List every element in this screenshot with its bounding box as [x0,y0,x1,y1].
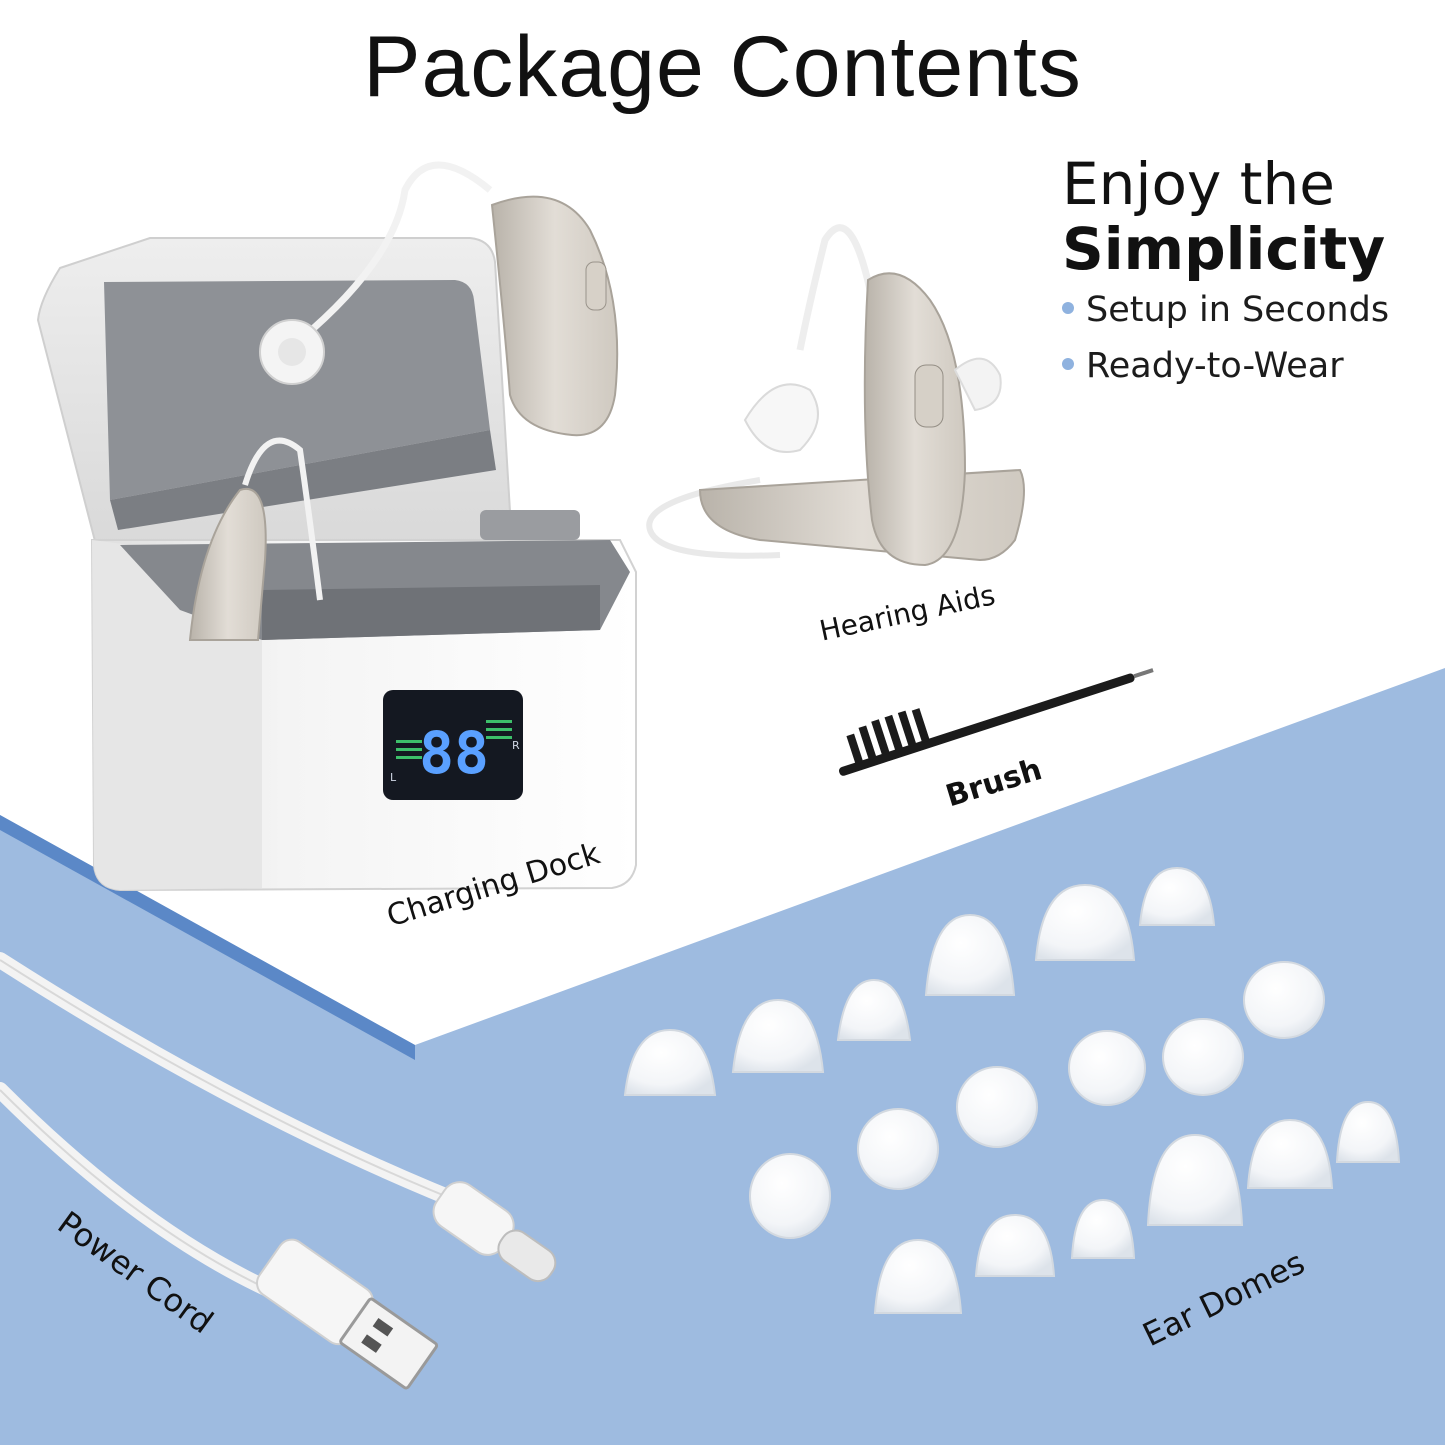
page-title: Package Contents [363,19,1082,115]
ear-dome [1162,1018,1244,1096]
power-cord [0,952,557,1390]
ear-dome [1068,1030,1146,1106]
ear-dome [1243,961,1325,1039]
ear-dome [1146,1133,1244,1226]
ear-dome [1246,1118,1334,1189]
tagline-line1: Enjoy the [1062,150,1335,218]
hearing-aid-in-lid [259,161,619,437]
ear-domes [623,866,1401,1314]
dock-display-digits: 88 [419,719,489,787]
brush [838,668,1154,776]
ear-dome [731,998,825,1073]
ear-dome [857,1108,939,1190]
bullet-dot-icon [1062,302,1074,314]
hearing-aid-in-dock [188,437,323,641]
ear-dome [623,1028,717,1096]
ear-dome [873,1238,963,1314]
tagline: Enjoy the Simplicity Setup in Seconds Re… [1062,152,1442,394]
dock-display [383,690,523,800]
tagline-bullet-text: Setup in Seconds [1086,290,1390,330]
tagline-line2: Simplicity [1062,215,1386,283]
ear-dome [749,1153,831,1239]
ear-dome [924,913,1016,996]
ear-dome [1138,866,1216,926]
ear-dome [956,1066,1038,1148]
ear-dome [836,978,912,1041]
ear-dome [1335,1100,1401,1163]
ear-dome [1070,1198,1136,1259]
hearing-aids [646,224,1025,567]
dock-display-left: L [390,771,397,784]
tagline-bullet-text: Ready-to-Wear [1086,346,1344,386]
ear-dome [1034,883,1136,961]
tagline-bullet: Ready-to-Wear [1062,338,1442,394]
dock-display-right: R [512,739,520,752]
ear-dome [974,1213,1056,1277]
tagline-bullet: Setup in Seconds [1062,282,1442,338]
bullet-dot-icon [1062,358,1074,370]
